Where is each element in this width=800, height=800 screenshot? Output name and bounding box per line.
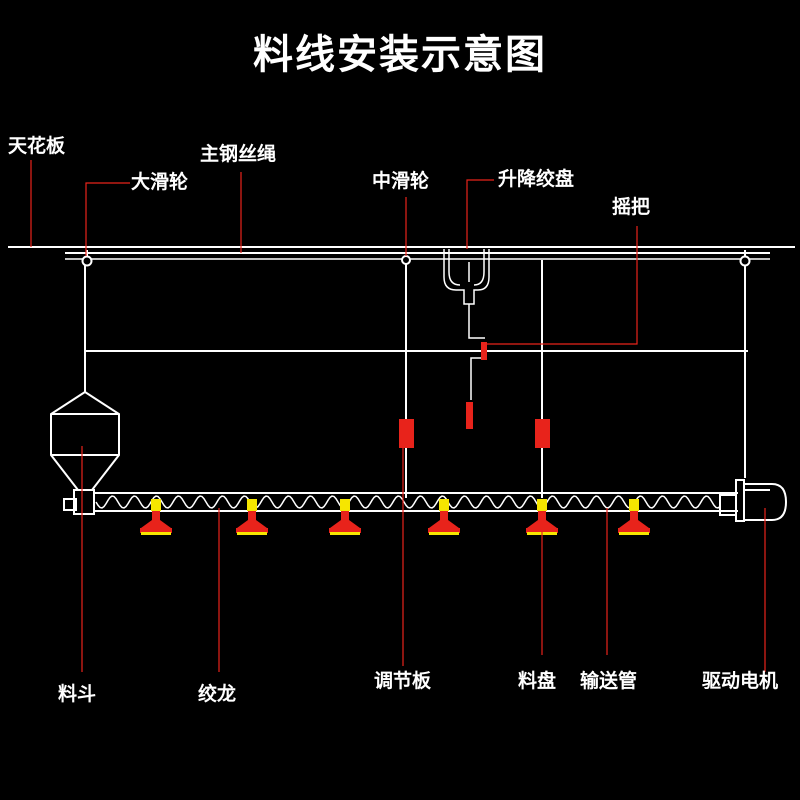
label-crank-handle: 摇把 bbox=[612, 196, 651, 218]
crank-handle-grip bbox=[481, 342, 487, 360]
label-large-pulley: 大滑轮 bbox=[131, 171, 189, 193]
diagram-title: 料线安装示意图 bbox=[253, 32, 547, 78]
large-pulley-right bbox=[739, 250, 751, 267]
large-pulley-left bbox=[81, 250, 93, 267]
hopper bbox=[50, 390, 120, 515]
label-hopper: 料斗 bbox=[58, 683, 97, 705]
feed-pan bbox=[236, 499, 268, 535]
feed-pan bbox=[526, 499, 558, 535]
label-conveying-pipe: 输送管 bbox=[580, 670, 638, 692]
adjusting-plate-1 bbox=[399, 419, 414, 448]
label-feed-pan: 料盘 bbox=[518, 670, 557, 692]
leader-lines bbox=[30, 160, 766, 672]
feed-pan bbox=[428, 499, 460, 535]
label-middle-pulley: 中滑轮 bbox=[372, 170, 430, 192]
winch-counterweight bbox=[466, 402, 473, 429]
middle-pulley bbox=[401, 255, 411, 265]
label-adjusting-plate: 调节板 bbox=[374, 670, 432, 692]
label-auger: 绞龙 bbox=[198, 683, 237, 705]
auger-spiral bbox=[95, 495, 721, 509]
feed-pan bbox=[140, 499, 172, 535]
label-drive-motor: 驱动电机 bbox=[702, 670, 779, 692]
feed-pan bbox=[329, 499, 361, 535]
lifting-winch bbox=[443, 249, 490, 400]
label-main-wire-rope: 主钢丝绳 bbox=[200, 143, 277, 165]
feed-pan bbox=[618, 499, 650, 535]
drive-motor bbox=[719, 479, 788, 522]
label-lifting-winch: 升降绞盘 bbox=[498, 168, 575, 190]
label-ceiling: 天花板 bbox=[8, 135, 66, 157]
adjusting-plate-2 bbox=[535, 419, 550, 448]
feed-pans bbox=[140, 499, 650, 535]
